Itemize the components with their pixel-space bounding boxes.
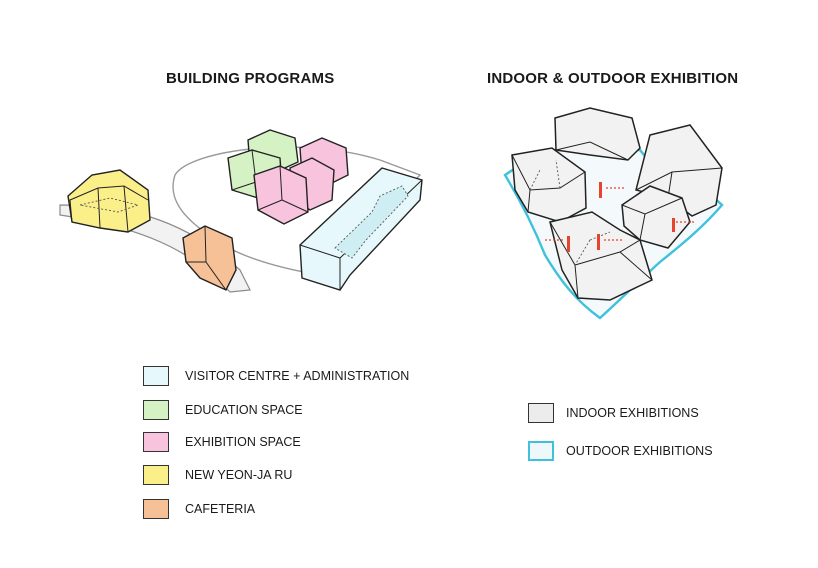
indoor-exhibition-box-1: [554, 107, 641, 161]
legend-label: CAFETERIA: [185, 502, 256, 516]
legend-label: INDOOR EXHIBITIONS: [566, 406, 699, 420]
legend-item-new-yeon-ja-ru: NEW YEON-JA RU: [143, 465, 292, 485]
indoor-exhibition-box-4: [621, 185, 691, 249]
legend-item-indoor-exhibitions: INDOOR EXHIBITIONS: [528, 403, 699, 423]
legend-item-visitor-centre: VISITOR CENTRE + ADMINISTRATION: [143, 366, 409, 386]
legend-label: OUTDOOR EXHIBITIONS: [566, 444, 713, 458]
site-outline: [172, 146, 422, 276]
legend-item-education-space: EDUCATION SPACE: [143, 400, 303, 420]
outdoor-exhibitions-swatch: [528, 441, 554, 461]
new-yeon-ja-ru-swatch: [143, 465, 169, 485]
visitor-centre-swatch: [143, 366, 169, 386]
legend-label: VISITOR CENTRE + ADMINISTRATION: [185, 369, 410, 383]
new-yeon-ja-ru-building: [67, 169, 151, 233]
indoor-exhibition-box-5: [549, 211, 653, 301]
cafeteria-swatch: [143, 499, 169, 519]
indoor-outdoor-exhibition-title: INDOOR & OUTDOOR EXHIBITION: [487, 70, 739, 87]
legend-item-exhibition-space: EXHIBITION SPACE: [143, 432, 301, 452]
cafeteria-building: [182, 225, 237, 291]
legend-item-cafeteria: CAFETERIA: [143, 499, 255, 519]
connection-arrows: [545, 182, 694, 252]
legend-label: NEW YEON-JA RU: [185, 468, 293, 482]
indoor-exhibition-box-2: [511, 147, 587, 223]
visitor-centre-building: [299, 167, 423, 291]
exhibition-space-swatch: [143, 432, 169, 452]
legend-label: EDUCATION SPACE: [185, 403, 303, 417]
legend-label: EXHIBITION SPACE: [185, 435, 301, 449]
building-programs-title: BUILDING PROGRAMS: [166, 70, 335, 87]
indoor-exhibitions-swatch: [528, 403, 554, 423]
education-space-swatch: [143, 400, 169, 420]
exhibition-building: [253, 137, 349, 225]
legend-item-outdoor-exhibitions: OUTDOOR EXHIBITIONS: [528, 441, 713, 461]
